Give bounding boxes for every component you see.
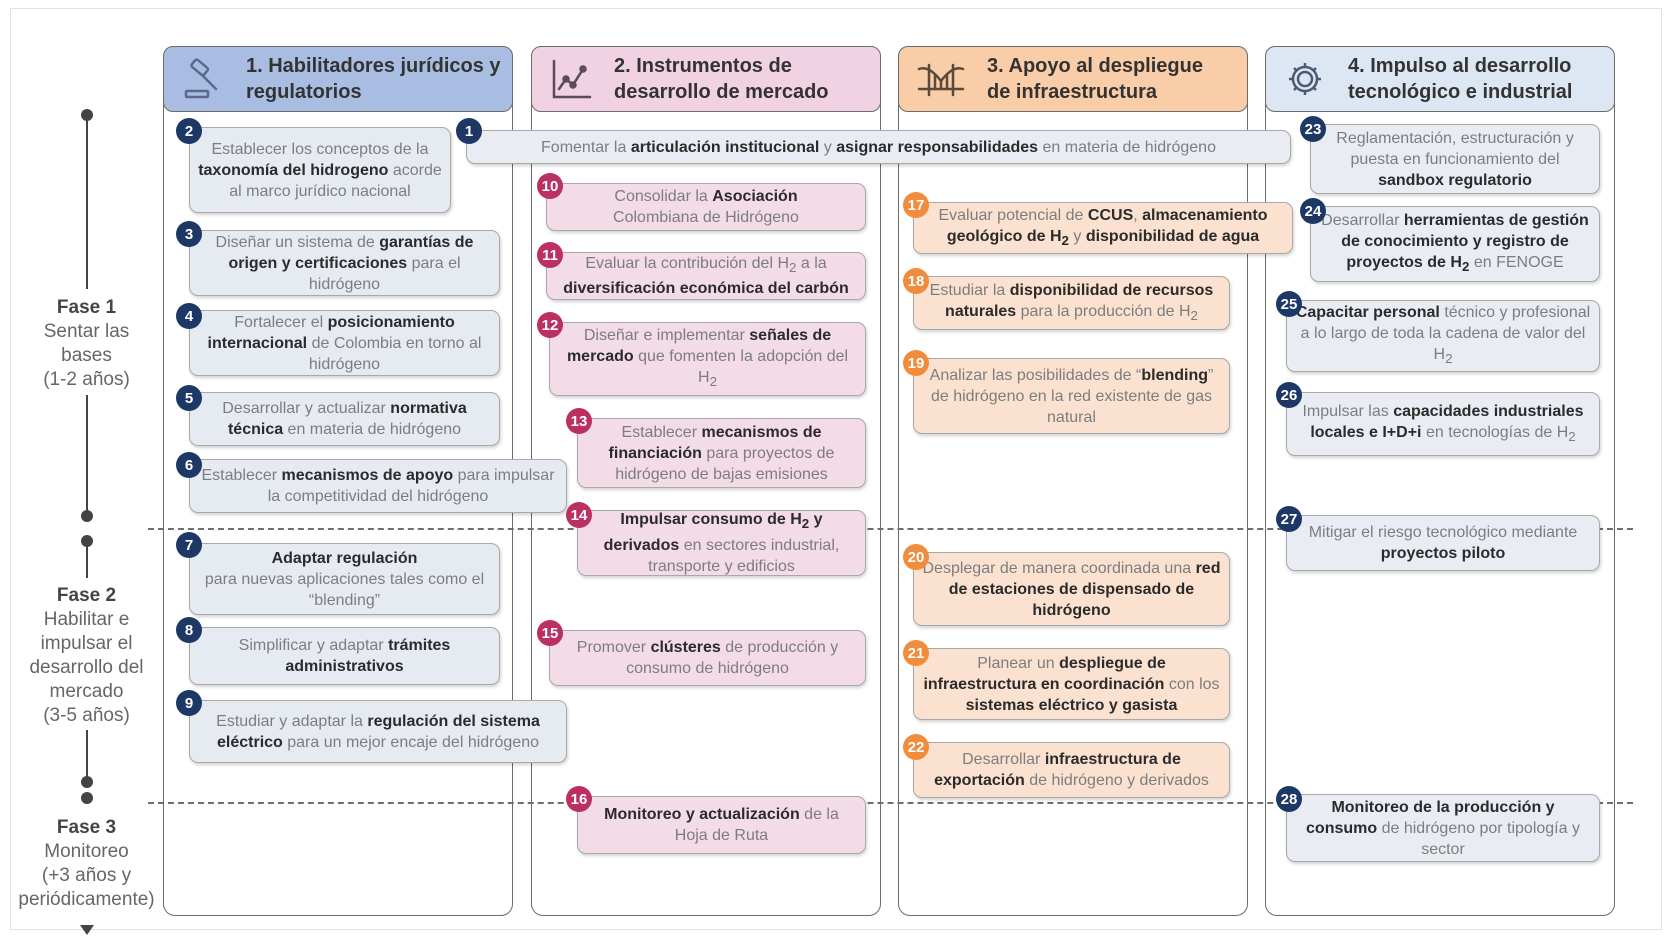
number-badge: 16 [566, 786, 592, 812]
action-box-5: Desarrollar y actualizar normativa técni… [189, 392, 500, 446]
phase-name: Fase 2 [56, 585, 117, 606]
action-box-11: Evaluar la contribución del H2 a la dive… [546, 252, 866, 300]
action-box-25: Capacitar personal técnico y profesional… [1286, 300, 1600, 372]
action-box-21: Planear un despliegue de infraestructura… [913, 648, 1230, 720]
action-box-8: Simplificar y adaptar trámites administr… [189, 627, 500, 685]
phase-name: Fase 3 [56, 817, 117, 838]
chart-icon [552, 59, 592, 99]
action-box-15: Promover clústeres de producción y consu… [549, 630, 866, 686]
number-badge: 17 [903, 192, 929, 218]
number-badge: 5 [176, 385, 202, 411]
phase-description: Habilitar e impulsar el desarrollo del m… [29, 609, 144, 726]
phase-1-label: Fase 1 Sentar las bases (1-2 años) [14, 296, 159, 392]
column-title-4: 4. Impulso al desarrollo tecnológico e i… [1348, 55, 1573, 103]
number-badge: 11 [537, 242, 563, 268]
phase-divider-2 [148, 802, 1633, 804]
number-badge: 22 [903, 734, 929, 760]
column-title-1: 1. Habilitadores jurídicos y regulatorio… [246, 55, 501, 103]
action-box-16: Monitoreo y actualización de la Hoja de … [577, 796, 866, 854]
action-box-6: Establecer mecanismos de apoyo para impu… [189, 459, 567, 513]
bridge-icon [917, 63, 965, 97]
column-header-2: 2. Instrumentos de desarrollo de mercado [531, 46, 881, 112]
phase-2-label: Fase 2 Habilitar e impulsar el desarroll… [14, 584, 159, 728]
column-header-4: 4. Impulso al desarrollo tecnológico e i… [1265, 46, 1615, 112]
gear-icon [1289, 63, 1321, 95]
action-box-27: Mitigar el riesgo tecnológico mediante p… [1286, 515, 1600, 571]
action-box-1: Fomentar la articulación institucional y… [466, 130, 1291, 164]
number-badge: 8 [176, 617, 202, 643]
action-box-12: Diseñar e implementar señales de mercado… [549, 322, 866, 396]
number-badge: 7 [176, 532, 202, 558]
number-badge: 28 [1276, 786, 1302, 812]
number-badge: 6 [176, 452, 202, 478]
axis-dot [81, 792, 93, 804]
action-box-23: Reglamentación, estructuración y puesta … [1310, 124, 1600, 194]
axis-arrow [80, 925, 94, 935]
number-badge: 10 [537, 173, 563, 199]
action-box-28: Monitoreo de la producción y consumo de … [1286, 794, 1600, 862]
number-badge: 25 [1276, 291, 1302, 317]
number-badge: 12 [537, 312, 563, 338]
phase-description: Monitoreo (+3 años y periódicamente) [18, 841, 155, 910]
column-title-3: 3. Apoyo al despliegue de infraestructur… [987, 55, 1203, 103]
axis-dot [81, 776, 93, 788]
column-header-1: 1. Habilitadores jurídicos y regulatorio… [163, 46, 513, 112]
action-box-2: Establecer los conceptos de la taxonomía… [189, 127, 451, 213]
number-badge: 24 [1300, 198, 1326, 224]
timeline-axis [86, 114, 88, 289]
phase-description: Sentar las bases (1-2 años) [43, 321, 130, 390]
roadmap-frame [10, 8, 1662, 930]
timeline-axis [86, 540, 88, 578]
action-box-26: Impulsar las capacidades industriales lo… [1286, 392, 1600, 456]
action-box-20: Desplegar de manera coordinada una red d… [913, 552, 1230, 626]
number-badge: 27 [1276, 506, 1302, 532]
action-box-24: Desarrollar herramientas de gestión de c… [1310, 206, 1600, 282]
column-title-2: 2. Instrumentos de desarrollo de mercado [614, 55, 829, 103]
phase-name: Fase 1 [56, 297, 117, 318]
phase-divider-1 [148, 528, 1633, 530]
number-badge: 21 [903, 640, 929, 666]
action-box-18: Estudiar la disponibilidad de recursos n… [913, 276, 1230, 330]
number-badge: 1 [456, 118, 482, 144]
number-badge: 19 [903, 350, 929, 376]
action-box-9: Estudiar y adaptar la regulación del sis… [189, 700, 567, 763]
action-box-3: Diseñar un sistema de garantías de orige… [189, 230, 500, 296]
phase-3-label: Fase 3 Monitoreo (+3 años y periódicamen… [14, 816, 159, 912]
action-box-13: Establecer mecanismos de financiación pa… [577, 418, 866, 488]
axis-dot [81, 510, 93, 522]
number-badge: 18 [903, 268, 929, 294]
action-box-14: Impulsar consumo de H2 y derivados en se… [577, 510, 866, 576]
number-badge: 14 [566, 502, 592, 528]
action-box-4: Fortalecer el posicionamiento internacio… [189, 310, 500, 376]
action-box-19: Analizar las posibilidades de “blending”… [913, 358, 1230, 434]
number-badge: 4 [176, 303, 202, 329]
number-badge: 26 [1276, 382, 1302, 408]
number-badge: 15 [537, 620, 563, 646]
column-header-3: 3. Apoyo al despliegue de infraestructur… [898, 46, 1248, 112]
timeline-axis [86, 395, 88, 513]
number-badge: 13 [566, 408, 592, 434]
number-badge: 9 [176, 690, 202, 716]
action-box-17: Evaluar potencial de CCUS, almacenamient… [913, 202, 1293, 254]
number-badge: 23 [1300, 116, 1326, 142]
timeline-axis [86, 730, 88, 780]
number-badge: 20 [903, 544, 929, 570]
action-box-22: Desarrollar infraestructura de exportaci… [913, 742, 1230, 798]
number-badge: 2 [176, 118, 202, 144]
gavel-icon [184, 58, 218, 99]
number-badge: 3 [176, 221, 202, 247]
